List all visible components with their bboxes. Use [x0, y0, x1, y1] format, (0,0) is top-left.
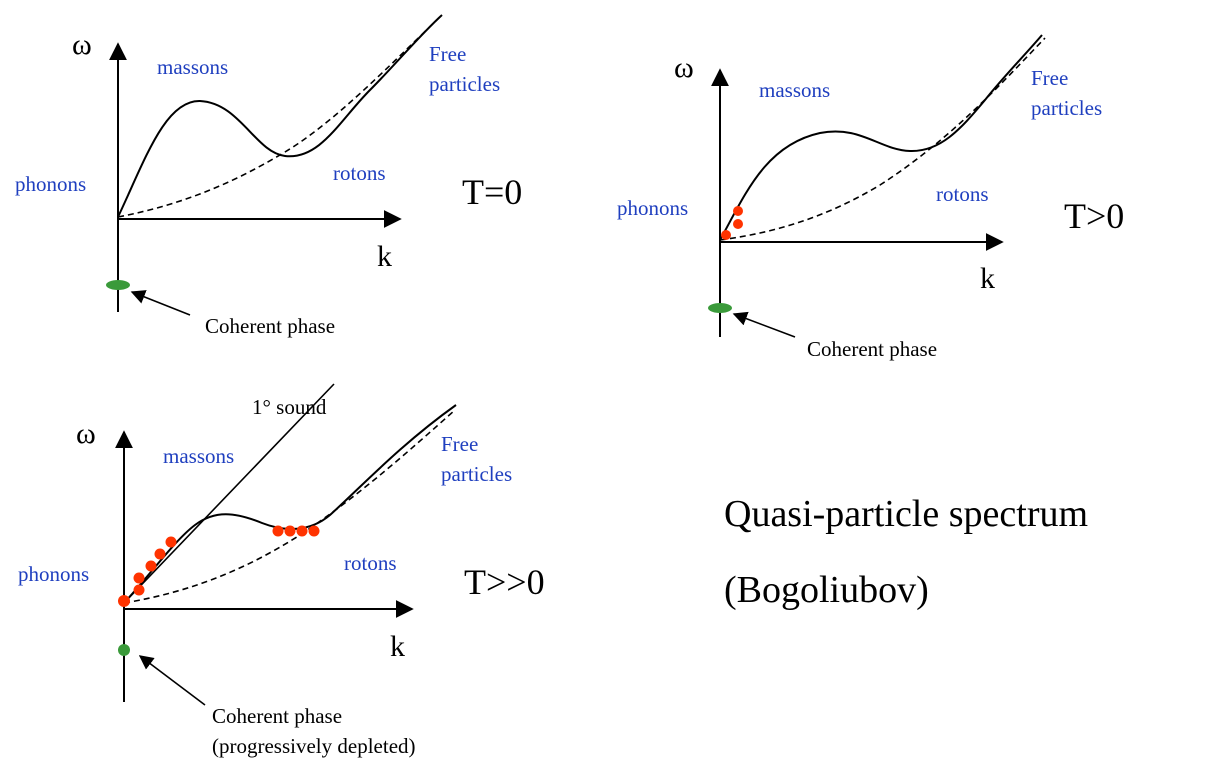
omega-label: ω: [72, 28, 92, 61]
k-label: k: [377, 240, 392, 273]
excitation-dot: [133, 584, 145, 596]
excitation-dot: [145, 560, 157, 572]
panel-tgg0: ω k 1° sound massons Free particles phon…: [18, 383, 545, 758]
coherent-phase-dot: [708, 303, 732, 313]
temperature-label: T>0: [1064, 196, 1124, 236]
excitation-dot: [133, 572, 145, 584]
massons-label: massons: [163, 444, 234, 468]
excitation-dot: [733, 219, 743, 229]
coherent-phase-label: Coherent phase: [205, 314, 335, 338]
temperature-label: T=0: [462, 172, 522, 212]
coherent-phase-arrow: [130, 290, 191, 316]
panel-tgt0: ω k massons Free particles phonons roton…: [617, 34, 1124, 361]
k-label: k: [390, 630, 405, 663]
free-particle-curve: [117, 14, 443, 218]
massons-label: massons: [759, 78, 830, 102]
excitation-dot: [154, 548, 166, 560]
excitation-dot: [296, 525, 308, 537]
phonons-label: phonons: [15, 172, 86, 196]
massons-label: massons: [157, 55, 228, 79]
omega-label: ω: [674, 51, 694, 84]
caption-subtitle: (Bogoliubov): [724, 569, 929, 611]
coherent-phase-sublabel: (progressively depleted): [212, 734, 416, 758]
coherent-phase-label: Coherent phase: [807, 337, 937, 361]
phonons-label: phonons: [617, 196, 688, 220]
caption-title: Quasi-particle spectrum: [724, 493, 1088, 535]
coherent-phase-arrow: [138, 655, 206, 706]
panel-t0: ω k massons Free particles phonons roton…: [15, 14, 522, 338]
caption: Quasi-particle spectrum (Bogoliubov): [724, 493, 1088, 611]
excitation-dot: [165, 536, 177, 548]
coherent-phase-label: Coherent phase: [212, 704, 342, 728]
first-sound-line: [123, 383, 335, 604]
excitation-dot: [118, 595, 130, 607]
free-label-line2: particles: [441, 462, 512, 486]
k-label: k: [980, 262, 995, 295]
temperature-label: T>>0: [464, 562, 545, 602]
free-particle-curve: [719, 37, 1046, 241]
dispersion-curve: [719, 34, 1043, 241]
free-label-line1: Free: [1031, 66, 1068, 90]
free-label-line1: Free: [429, 42, 466, 66]
free-particle-curve: [123, 409, 456, 604]
excitation-dot: [308, 525, 320, 537]
excitation-dot: [733, 206, 743, 216]
dispersion-curve: [123, 404, 457, 604]
omega-label: ω: [76, 417, 96, 450]
rotons-label: rotons: [936, 182, 989, 206]
coherent-phase-arrow: [732, 311, 796, 338]
coherent-phase-dot: [106, 280, 130, 290]
excitation-dot: [721, 230, 731, 240]
free-label-line2: particles: [1031, 96, 1102, 120]
free-label-line1: Free: [441, 432, 478, 456]
excitation-dot: [272, 525, 284, 537]
dispersion-curve: [117, 14, 443, 218]
coherent-phase-dot: [118, 644, 130, 656]
rotons-label: rotons: [344, 551, 397, 575]
free-label-line2: particles: [429, 72, 500, 96]
first-sound-label: 1° sound: [252, 395, 327, 419]
excitation-dot: [284, 525, 296, 537]
phonons-label: phonons: [18, 562, 89, 586]
rotons-label: rotons: [333, 161, 386, 185]
